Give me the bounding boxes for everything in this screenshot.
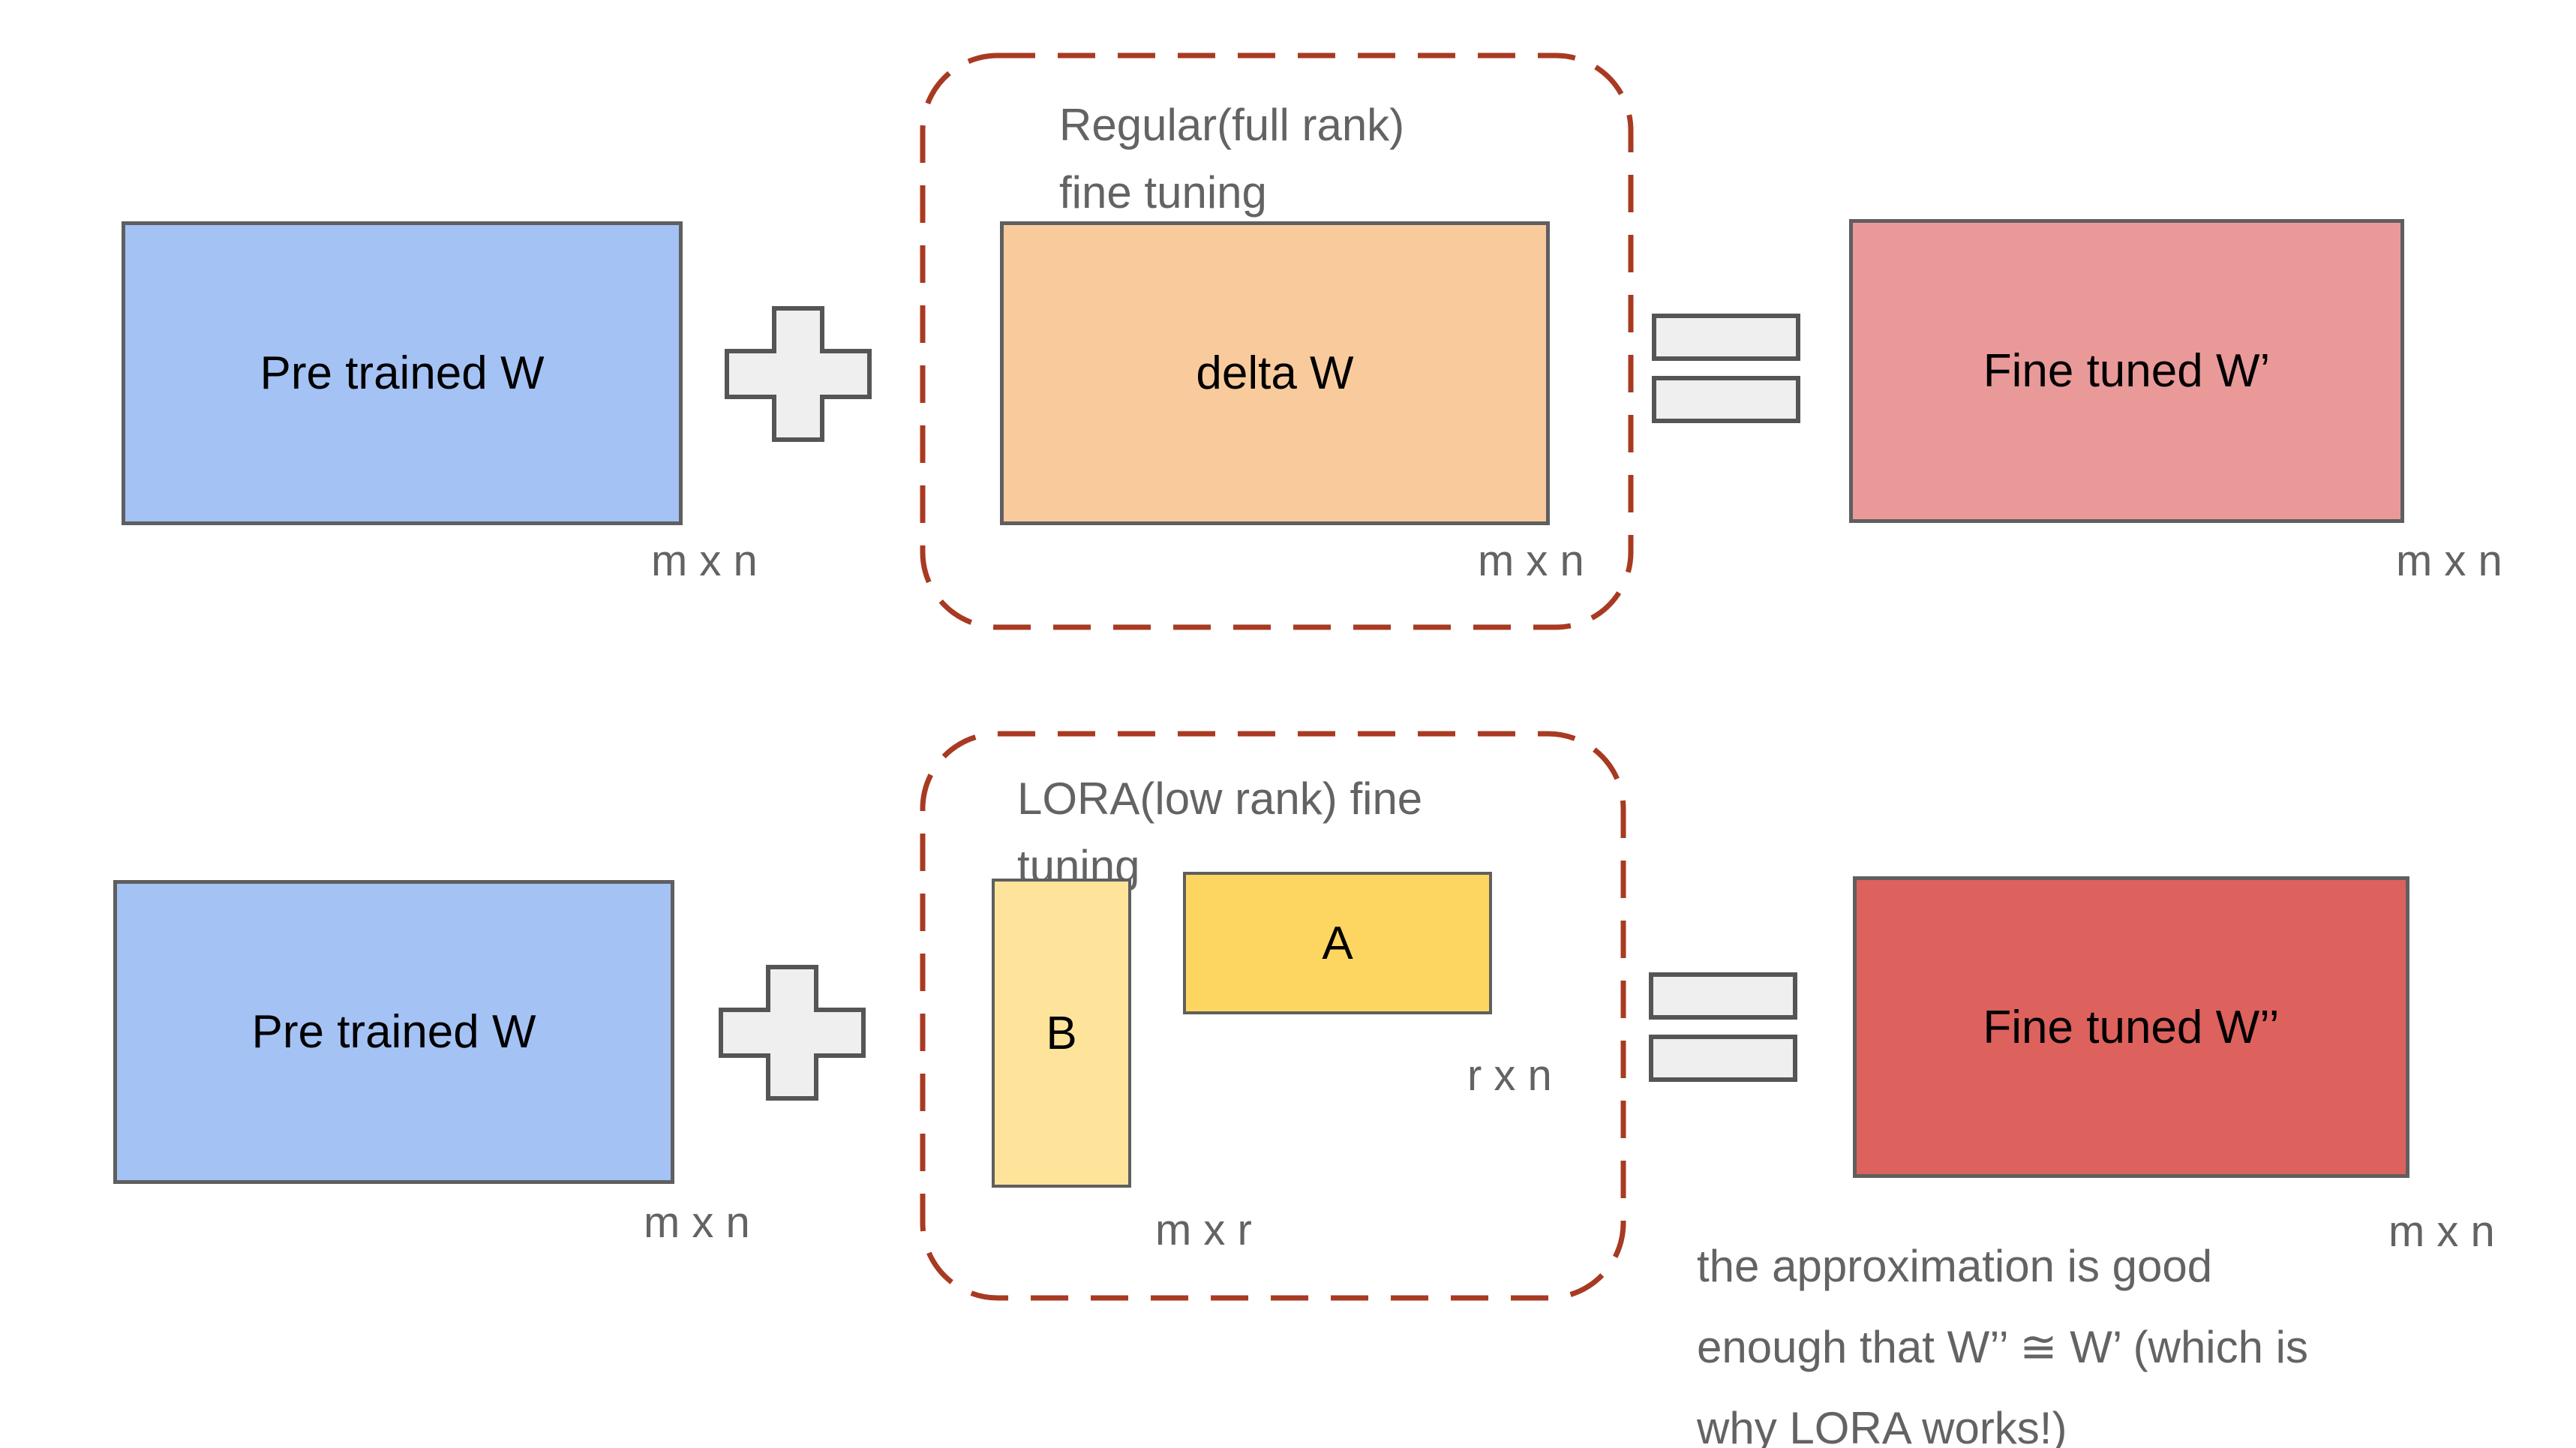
approximation-note-line1: the approximation is good [1697, 1241, 2213, 1291]
pretrained-dims-label-bottom: m x n [644, 1198, 750, 1247]
fine-tuned-w-prime-label: Fine tuned W’ [1983, 345, 2271, 397]
matrix-b-dims-label: m x r [1155, 1206, 1252, 1254]
matrix-a-box: A [1183, 872, 1492, 1014]
pretrained-w-label-bottom: Pre trained W [251, 1006, 536, 1058]
lora-title-line1: LORA(low rank) fine [1017, 774, 1423, 824]
matrix-b-box: B [992, 879, 1131, 1188]
pretrained-w-box-top: Pre trained W [122, 221, 683, 525]
approximation-note-line2: enough that W’’ ≅ W’ (which is [1697, 1322, 2309, 1372]
fine-tuned-w-double-prime-box: Fine tuned W’’ [1853, 876, 2409, 1178]
approximation-note-line3: why LORA works!) [1697, 1403, 2067, 1448]
fine-tuned-w-double-prime-label: Fine tuned W’’ [1983, 1001, 2280, 1053]
fine-tuned-w-prime-dims-label: m x n [2396, 536, 2502, 585]
full-rank-group-outline [920, 53, 1634, 630]
fine-tuned-w-double-prime-dims-label: m x n [2388, 1207, 2495, 1256]
full-rank-title-line1: Regular(full rank) [1059, 100, 1405, 150]
equals-icon [1652, 314, 1800, 423]
matrix-a-label: A [1322, 917, 1353, 969]
matrix-b-label: B [1046, 1007, 1077, 1059]
plus-icon [719, 965, 866, 1101]
approximation-note: the approximation is good enough that W’… [1697, 1226, 2308, 1448]
lora-group-outline [920, 731, 1626, 1301]
pretrained-w-box-bottom: Pre trained W [113, 880, 674, 1184]
equals-icon [1649, 972, 1797, 1082]
pretrained-w-label: Pre trained W [260, 347, 545, 399]
plus-icon [725, 306, 872, 442]
full-rank-group-title: Regular(full rank) fine tuning [1059, 92, 1404, 227]
delta-dims-label: m x n [1478, 536, 1584, 585]
fine-tuned-w-prime-box: Fine tuned W’ [1849, 219, 2404, 523]
pretrained-dims-label-top: m x n [651, 536, 758, 585]
delta-w-box: delta W [1000, 221, 1550, 525]
full-rank-title-line2: fine tuning [1059, 167, 1267, 218]
delta-w-label: delta W [1196, 347, 1354, 399]
matrix-a-dims-label: r x n [1467, 1051, 1552, 1100]
